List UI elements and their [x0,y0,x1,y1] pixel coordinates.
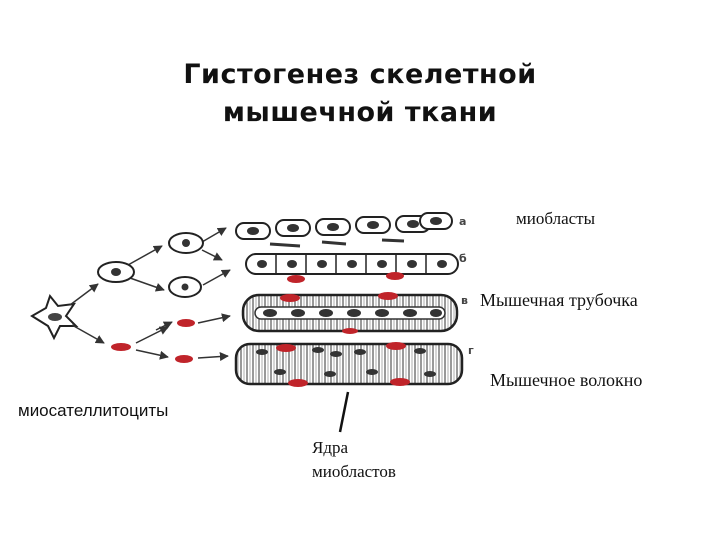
row-marker-d: г [468,344,474,357]
label-myosatellitocytes: миосателлитоциты [18,401,169,420]
stem-cell [30,293,79,341]
label-myoblast-nuclei: Ядра миобластов [312,436,396,484]
label-nuclei-line-1: Ядра [312,438,349,457]
label-myoblasts: миобласты [516,209,596,228]
differentiation-arrows [69,227,231,362]
nuclei-pointer-line [338,391,350,433]
row-d-muscle-fiber [234,342,464,387]
label-nuclei-line-2: миобластов [312,462,396,481]
row-marker-c: в [461,294,468,307]
title-line-2: мышечной ткани [222,97,498,128]
row-a-myoblasts [235,212,453,248]
label-muscle-fiber: Мышечное волокно [490,370,643,390]
myoblast-cell [168,276,202,298]
row-marker-b: б [459,252,467,265]
row-b-myoblast-chain [245,253,459,283]
satellite-cell-nucleus [111,343,131,351]
myoblast-cell [168,232,204,254]
diagram-title: Гистогенез скелетной мышечной ткани [0,56,720,132]
myoblast-cell [97,261,135,283]
label-muscle-tube: Мышечная трубочка [480,290,638,310]
satellite-cell-nucleus [175,355,193,363]
row-marker-a: а [459,215,466,228]
title-line-1: Гистогенез скелетной [183,59,537,90]
satellite-cell-nucleus [177,319,195,327]
row-c-muscle-tube [241,292,459,334]
